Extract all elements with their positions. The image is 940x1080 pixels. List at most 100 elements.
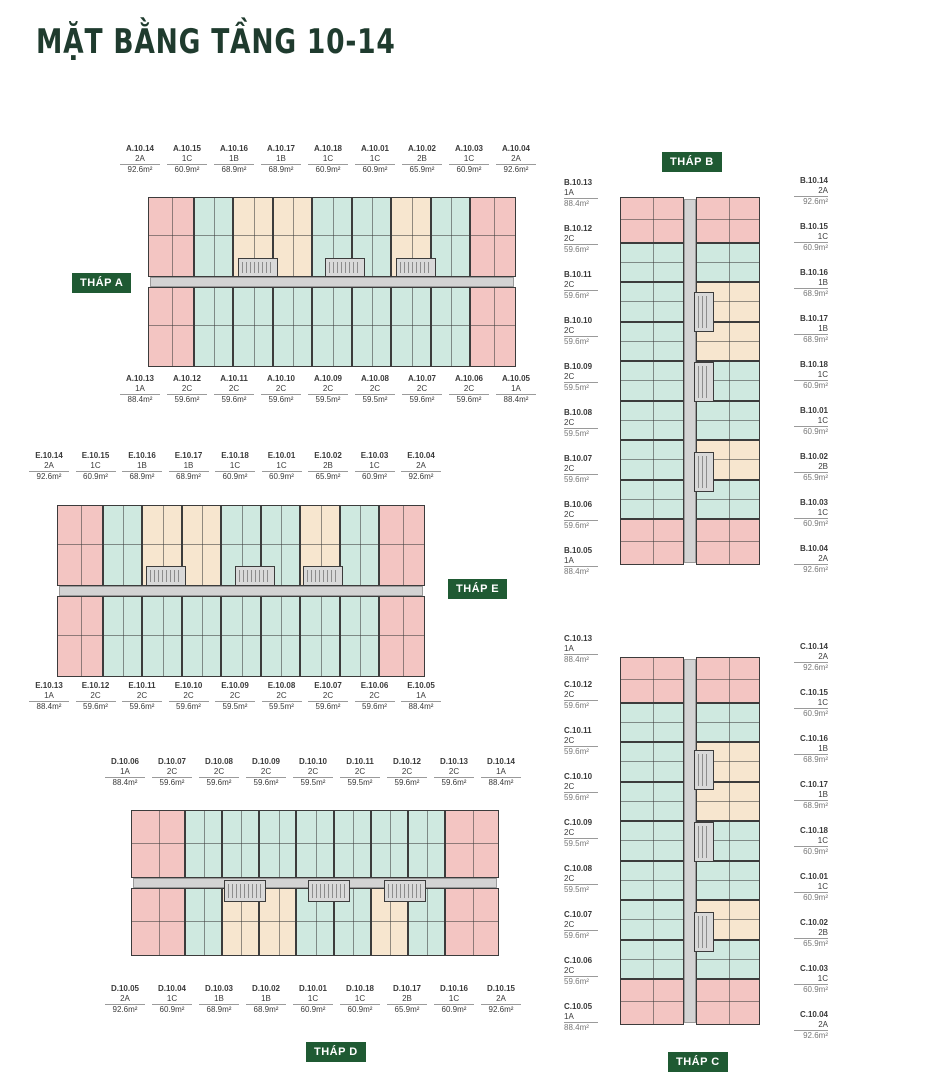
unit-left [620, 361, 684, 401]
stair-pattern [698, 754, 710, 786]
unit-top [131, 810, 185, 878]
unit-left [620, 197, 684, 243]
unit-code: A.10.04 [501, 144, 531, 153]
unit-bottom [445, 888, 499, 956]
unit-code: E.10.08 [267, 681, 296, 690]
unit-type: 1C [448, 994, 460, 1003]
unit-area: 88.4m² [120, 394, 160, 405]
unit-area: 68.9m² [122, 471, 162, 482]
unit-area: 92.6m² [401, 471, 441, 482]
unit-area: 59.6m² [167, 394, 207, 405]
unit-code: D.10.05 [110, 984, 140, 993]
unit-type: 1C [90, 461, 101, 470]
unit-bottom [131, 888, 185, 956]
unit-code: E.10.09 [221, 681, 249, 690]
unit-code: E.10.16 [128, 451, 156, 460]
elevator-core [325, 258, 365, 277]
stair-pattern [228, 884, 262, 898]
unit-area: 68.9m² [199, 1004, 239, 1015]
tower-badge-label: THÁP D [314, 1046, 358, 1058]
unit-code: D.10.15 [486, 984, 516, 993]
unit-area: 59.5m² [340, 777, 380, 788]
unit-area: 60.9m² [215, 471, 255, 482]
unit-code: C.10.09 [564, 818, 593, 827]
unit-code: C.10.06 [564, 956, 593, 965]
unit-top [370, 810, 408, 878]
tower-badge-label: THÁP A [80, 277, 124, 289]
unit-area: 60.9m² [794, 984, 828, 995]
unit-area: 68.9m² [246, 1004, 286, 1015]
unit-code: B.10.13 [564, 178, 593, 187]
unit-code: A.10.06 [454, 374, 484, 383]
unit-type: 1C [229, 461, 241, 470]
unit-type: 1A [416, 691, 426, 700]
unit-type: 2C [564, 690, 575, 699]
unit-code: C.10.08 [564, 864, 593, 873]
unit-area: 92.6m² [496, 164, 536, 175]
unit-type: 2C [369, 691, 380, 700]
unit-bottom [470, 287, 516, 367]
unit-area: 59.6m² [214, 394, 254, 405]
unit-type: 1A [564, 188, 574, 197]
unit-type: 2C [564, 782, 575, 791]
tower-badge-c: THÁP C [668, 1052, 728, 1072]
unit-area: 65.9m² [794, 472, 828, 483]
unit-area: 59.5m² [564, 838, 598, 849]
unit-area: 92.6m² [794, 196, 828, 207]
unit-area: 59.6m² [246, 777, 286, 788]
unit-area: 68.9m² [214, 164, 254, 175]
page-title: MẶT BẰNG TẦNG 10-14 [36, 22, 396, 62]
unit-left [620, 979, 684, 1025]
unit-code: E.10.17 [174, 451, 203, 460]
unit-type: 1C [369, 461, 380, 470]
unit-code: A.10.12 [172, 374, 202, 383]
unit-top [259, 810, 297, 878]
unit-code: C.10.05 [564, 1002, 593, 1011]
unit-code: A.10.10 [266, 374, 296, 383]
unit-bottom [300, 596, 340, 677]
unit-right [696, 197, 760, 243]
unit-type: 1B [276, 154, 286, 163]
tower-badge-label: THÁP B [670, 156, 714, 168]
unit-area: 59.5m² [355, 394, 395, 405]
unit-left [620, 703, 684, 743]
unit-left [620, 479, 684, 519]
unit-bottom [233, 287, 273, 367]
unit-type: 1C [817, 698, 828, 707]
unit-code: D.10.07 [157, 757, 187, 766]
corridor [150, 277, 514, 287]
unit-code: B.10.10 [564, 316, 593, 325]
unit-type: 2C [564, 920, 575, 929]
unit-code: A.10.14 [125, 144, 155, 153]
unit-type: 1C [817, 508, 828, 517]
unit-type: 2A [818, 1020, 828, 1029]
stair-pattern [698, 366, 710, 398]
unit-type: 2B [818, 462, 828, 471]
unit-code: B.10.02 [799, 452, 828, 461]
unit-type: 1A [564, 644, 574, 653]
unit-left [620, 742, 684, 782]
stair-pattern [698, 296, 710, 328]
unit-code: A.10.13 [125, 374, 155, 383]
unit-area: 60.9m² [308, 164, 348, 175]
unit-type: 2A [44, 461, 54, 470]
